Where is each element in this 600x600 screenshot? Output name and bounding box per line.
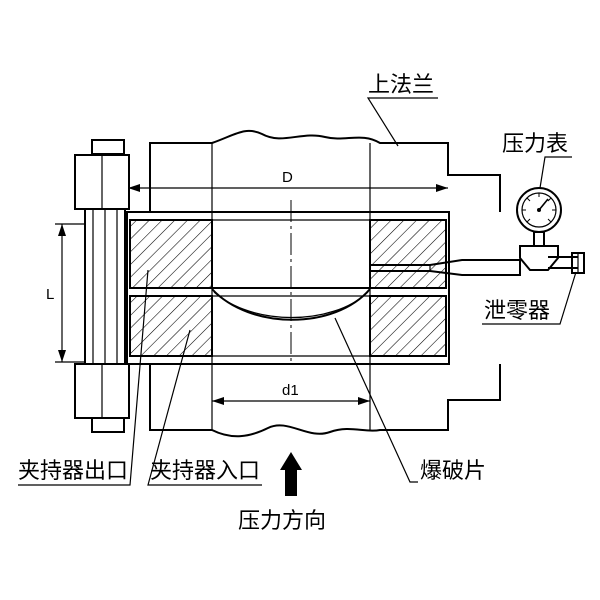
rupture-disc-dome-inner bbox=[213, 291, 369, 319]
bolt-lower-nut-cap bbox=[91, 417, 125, 433]
label-rupture-disc: 爆破片 bbox=[420, 459, 486, 484]
dim-d1-arrow-right bbox=[358, 397, 370, 405]
leader-rupture-disc bbox=[334, 317, 418, 483]
upper-flange-body bbox=[149, 129, 501, 212]
dim-L-arrow-top bbox=[58, 224, 66, 236]
dim-d1-label: d1 bbox=[282, 382, 299, 399]
dim-d1-arrow-left bbox=[212, 397, 224, 405]
dim-D-label: D bbox=[282, 169, 293, 186]
label-pressure-direction: 压力方向 bbox=[238, 509, 326, 534]
pressure-direction-arrow-shaft bbox=[285, 468, 297, 496]
label-holder-inlet: 夹持器入口 bbox=[150, 459, 260, 484]
holder-inlet-section-lower-left bbox=[129, 295, 213, 357]
pressure-gauge-ticks bbox=[522, 193, 556, 223]
dim-L-arrow-bottom bbox=[58, 350, 66, 362]
leader-holder-outlet bbox=[18, 269, 149, 486]
dim-D-arrow-right bbox=[436, 184, 448, 192]
leader-holder-inlet bbox=[147, 329, 262, 486]
pressure-direction-arrow-head bbox=[280, 452, 302, 470]
leader-zero-relief bbox=[482, 271, 577, 325]
holder-inlet-section-lower-right bbox=[369, 295, 447, 357]
dim-D-arrow-left bbox=[128, 184, 140, 192]
pressure-gauge-stem bbox=[533, 231, 545, 247]
valve-tee-body bbox=[519, 245, 559, 271]
label-holder-outlet: 夹持器出口 bbox=[18, 459, 128, 484]
holder-outline bbox=[126, 211, 450, 365]
label-pressure-gauge: 压力表 bbox=[502, 132, 568, 157]
bolt-upper-nut-cap bbox=[91, 139, 125, 155]
holder-outlet-section-upper-left bbox=[129, 219, 213, 289]
lower-flange-body bbox=[149, 364, 501, 438]
pressure-gauge-hub bbox=[537, 208, 541, 212]
label-upper-flange: 上法兰 bbox=[368, 73, 434, 98]
gauge-connection-tube bbox=[370, 259, 521, 276]
leader-upper-flange bbox=[366, 97, 438, 147]
holder-outlet-section-upper-right bbox=[369, 219, 447, 289]
label-zero-relief: 泄零器 bbox=[484, 299, 550, 324]
leader-pressure-gauge bbox=[539, 156, 572, 189]
pressure-gauge-needle bbox=[538, 198, 549, 211]
dim-L-label: L bbox=[46, 286, 54, 303]
